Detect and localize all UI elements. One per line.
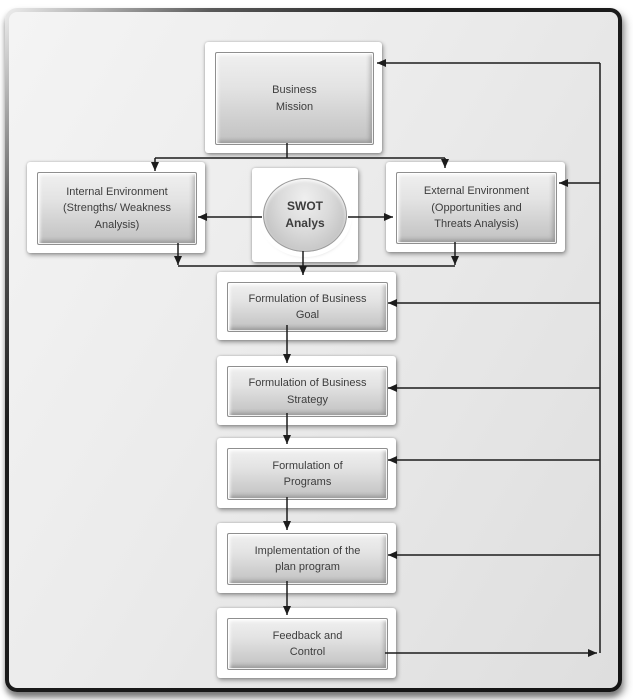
swot-analysis-label: SWOT Analys	[285, 198, 325, 230]
node-formulation-goal: Formulation of Business Goal	[217, 272, 396, 340]
swot-analysis-ellipse: SWOT Analys	[263, 178, 347, 252]
node-implementation: Implementation of the plan program	[217, 523, 396, 593]
node-formulation-strategy: Formulation of Business Strategy	[217, 356, 396, 425]
node-external-environment: External Environment (Opportunities and …	[386, 162, 565, 252]
node-internal-environment: Internal Environment (Strengths/ Weaknes…	[27, 162, 205, 253]
internal-environment-box: Internal Environment (Strengths/ Weaknes…	[37, 172, 197, 245]
formulation-goal-label: Formulation of Business Goal	[248, 292, 367, 322]
formulation-goal-box: Formulation of Business Goal	[227, 282, 388, 332]
external-environment-label: External Environment (Opportunities and …	[423, 185, 530, 231]
implementation-label: Implementation of the plan program	[254, 544, 361, 574]
formulation-programs-box: Formulation of Programs	[227, 448, 388, 500]
business-mission-label: Business Mission	[272, 84, 317, 113]
formulation-programs-label: Formulation of Programs	[272, 459, 343, 489]
node-feedback-control: Feedback and Control	[217, 608, 396, 678]
feedback-control-label: Feedback and Control	[272, 629, 343, 659]
node-formulation-programs: Formulation of Programs	[217, 438, 396, 508]
node-business-mission: Business Mission	[205, 42, 382, 153]
feedback-control-box: Feedback and Control	[227, 618, 388, 670]
business-mission-box: Business Mission	[215, 52, 374, 145]
node-swot-analysis: SWOT Analys	[252, 168, 358, 262]
formulation-strategy-label: Formulation of Business Strategy	[248, 377, 367, 406]
implementation-box: Implementation of the plan program	[227, 533, 388, 585]
external-environment-box: External Environment (Opportunities and …	[396, 172, 557, 244]
formulation-strategy-box: Formulation of Business Strategy	[227, 366, 388, 417]
internal-environment-label: Internal Environment (Strengths/ Weaknes…	[62, 185, 171, 231]
